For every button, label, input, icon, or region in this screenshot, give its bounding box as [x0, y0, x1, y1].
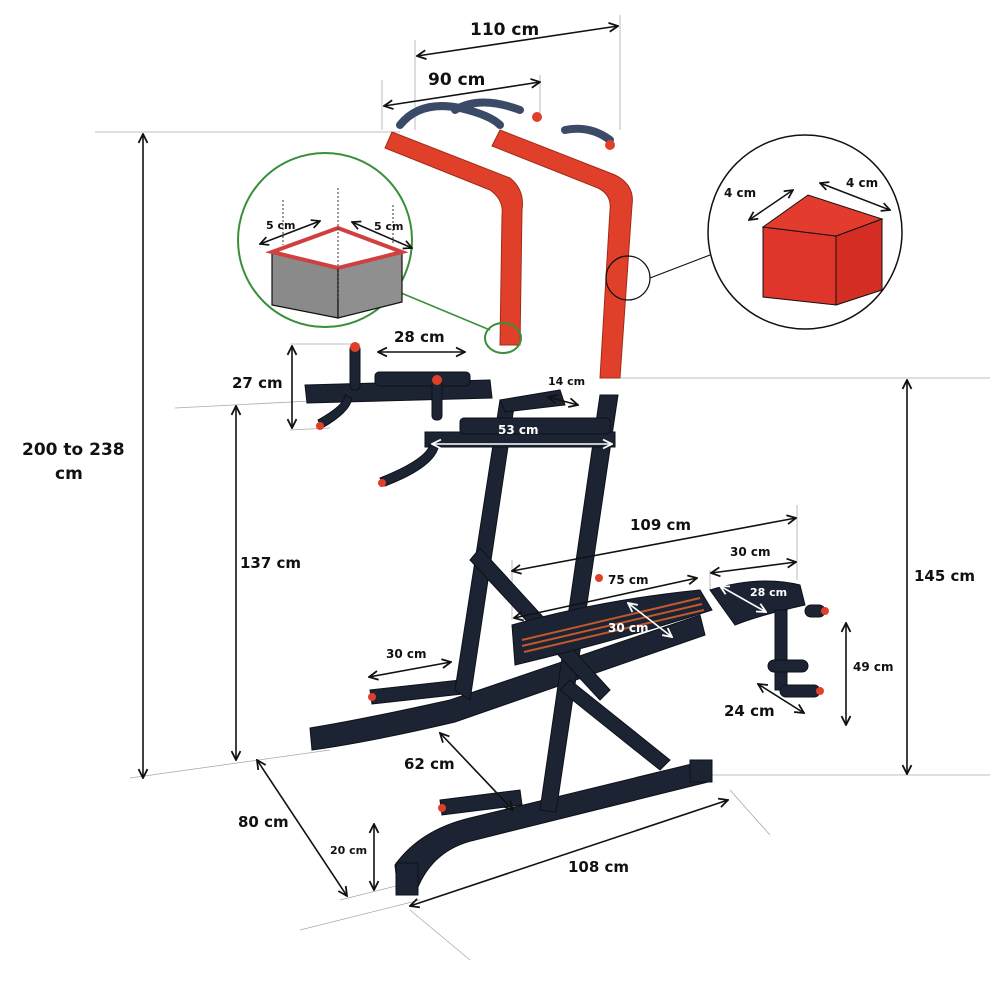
lower-tube-callout — [237, 152, 522, 354]
label-armrest-gap: 14 cm — [548, 375, 586, 388]
label-pushup-handle-height: 20 cm — [330, 844, 368, 857]
label-base-width: 108 cm — [568, 858, 630, 876]
label-base-depth: 80 cm — [238, 813, 289, 831]
label-lower-tube-side-b: 5 cm — [374, 220, 404, 233]
white-dimension-lines — [432, 444, 766, 637]
label-lower-tube-side-a: 5 cm — [266, 219, 296, 232]
upper-tubes — [384, 129, 633, 379]
label-bench-foot-width: 24 cm — [724, 702, 775, 720]
label-leg-pad-width: 28 cm — [750, 586, 788, 599]
label-bench-total-length: 109 cm — [630, 516, 692, 534]
label-top-width-inner: 90 cm — [428, 70, 486, 90]
label-dip-station-height: 137 cm — [240, 554, 302, 572]
label-total-height-unit: cm — [55, 464, 83, 484]
label-total-height: 200 to 238 — [22, 440, 125, 460]
label-bench-pad-length: 75 cm — [608, 573, 649, 587]
label-upper-tube-side-b: 4 cm — [846, 176, 879, 190]
label-dip-handle-height: 27 cm — [232, 374, 283, 392]
label-tower-fixed-height: 145 cm — [914, 567, 976, 585]
label-armrest-span: 53 cm — [498, 423, 539, 437]
label-bench-pad-width: 30 cm — [608, 621, 649, 635]
label-pushup-handle-length: 30 cm — [386, 647, 427, 661]
tower-frame — [304, 344, 826, 896]
label-upper-tube-side-a: 4 cm — [724, 186, 757, 200]
upper-tube-callout — [605, 134, 903, 330]
dimension-lines — [143, 26, 907, 906]
label-bench-height: 49 cm — [853, 660, 894, 674]
label-base-inner-gap: 62 cm — [404, 755, 455, 773]
label-backrest-width: 28 cm — [394, 328, 445, 346]
label-top-width-outer: 110 cm — [470, 20, 540, 40]
label-leg-pad-length: 30 cm — [730, 545, 771, 559]
